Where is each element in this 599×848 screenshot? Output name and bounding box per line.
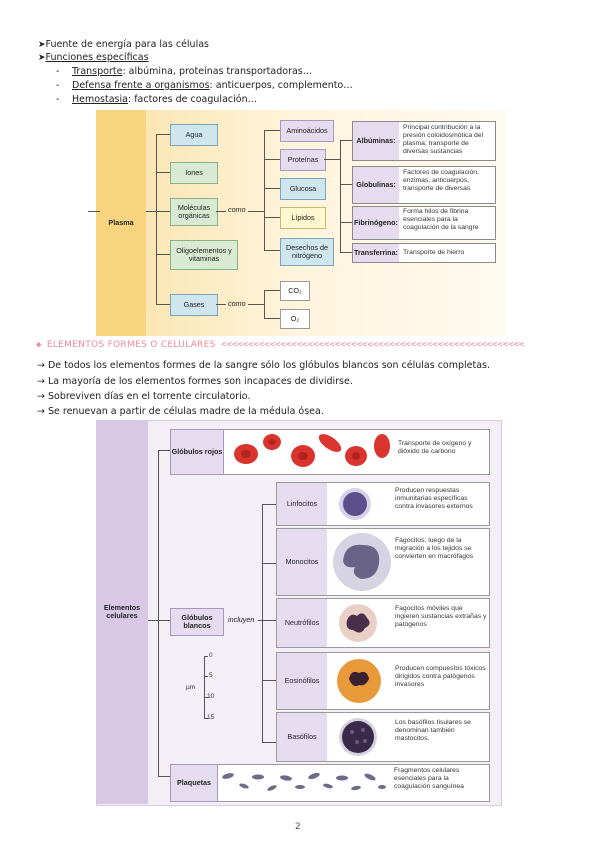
plasma-glucose: Glucosa [280, 178, 326, 200]
sub-item-hemostasis: -Hemostasia: factores de coagulación… [56, 94, 258, 105]
bullet-energy: ➤Fuente de energía para las células [38, 39, 209, 50]
plasma-proteins: Proteínas [280, 149, 326, 171]
red-cells-label: Glóbulos rojos [170, 429, 224, 475]
arrow-line-4: → Se renuevan a partir de células madre … [37, 406, 324, 417]
platelets-row [170, 764, 490, 802]
leukocyte-basophils: Basófilos Los basófilos tisulares se den… [276, 712, 490, 762]
bullet-arrow-icon: ➤ [38, 40, 46, 50]
plasma-trace-elements: Oligoelementos y vitaminas [170, 240, 238, 270]
plasma-nitrogen-waste: Desechos de nitrógeno [280, 238, 334, 266]
leukocyte-neutrophils: Neutrófilos Fagocitos móviles que ingier… [276, 598, 490, 648]
plasma-amino-acids: Aminoácidos [280, 120, 334, 142]
right-arrow-icon: → [37, 406, 48, 417]
leukocyte-lymphocytes: Linfocitos Producen respuestas inmunitar… [276, 482, 490, 526]
leukocyte-monocytes: Monocitos Fagocitos; luego de la migraci… [276, 528, 490, 596]
section-heading: ◆ ELEMENTOS FORMES O CELULARES <<<<<<<<<… [36, 340, 525, 350]
leukocyte-eosinophils: Eosinófilos Producen compuestos tóxicos … [276, 652, 490, 710]
sub-item-defense: -Defensa frente a organismos: anticuerpo… [56, 80, 353, 91]
como-label-organic: como [228, 205, 246, 214]
gas-co2: CO₂ [280, 281, 310, 301]
incluyen-label: incluyen [228, 615, 255, 624]
basophil-icon [339, 718, 377, 756]
arrow-line-3: → Sobreviven días en el torrente circula… [37, 391, 251, 402]
lymphocyte-icon [339, 488, 371, 520]
platelets-label: Plaquetas [170, 764, 218, 802]
arrow-line-2: → La mayoría de los elementos formes son… [37, 376, 353, 387]
monocyte-icon [333, 533, 391, 591]
protein-transferrin: Transferrina: Transporte de hierro [352, 243, 496, 263]
sub-item-transport: -Transporte: albúmina, proteínas transpo… [56, 66, 313, 77]
plasma-water: Agua [170, 124, 218, 146]
platelets-desc: Fragmentos celulares esenciales para la … [394, 767, 464, 790]
right-arrow-icon: → [37, 360, 48, 371]
diamond-icon: ◆ [36, 340, 42, 350]
micron-scale: 0 5 10 15 μm [186, 652, 215, 721]
white-cells-label: Glóbulos blancos [170, 608, 224, 636]
bullet-functions: ➤Funciones específicas [38, 52, 149, 63]
cells-root: Elementos celulares [96, 420, 148, 804]
plasma-gases: Gases [170, 294, 218, 316]
plasma-ions: Iones [170, 162, 218, 184]
como-label-gases: como [228, 299, 246, 308]
page-number: 2 [295, 822, 301, 832]
platelet-icons [220, 768, 388, 796]
plasma-organic-molecules: Moléculas orgánicas [170, 198, 218, 226]
bullet-arrow-icon: ➤ [38, 53, 46, 63]
plasma-lipids: Lípidos [280, 207, 326, 229]
protein-globulins: Globulinas: Factores de coagulación, enz… [352, 166, 496, 204]
plasma-root: Plasma [96, 110, 146, 336]
erythrocyte-icons [228, 430, 393, 472]
eosinophil-icon [337, 659, 381, 703]
arrow-line-1: → De todos los elementos formes de la sa… [37, 360, 491, 371]
protein-fibrinogen: Fibrinógeno: Forma hilos de fibrina esen… [352, 206, 496, 240]
right-arrow-icon: → [37, 391, 48, 402]
red-cells-desc: Transporte de oxígeno y dióxido de carbo… [398, 440, 472, 455]
right-arrow-icon: → [37, 376, 48, 387]
neutrophil-icon [339, 604, 377, 642]
heading-chevron-rule: <<<<<<<<<<<<<<<<<<<<<<<<<<<<<<<<<<<<<<<<… [221, 340, 525, 350]
protein-albumin: Albúminas: Principal contribución a la p… [352, 121, 496, 161]
gas-o2: O₂ [280, 309, 310, 329]
